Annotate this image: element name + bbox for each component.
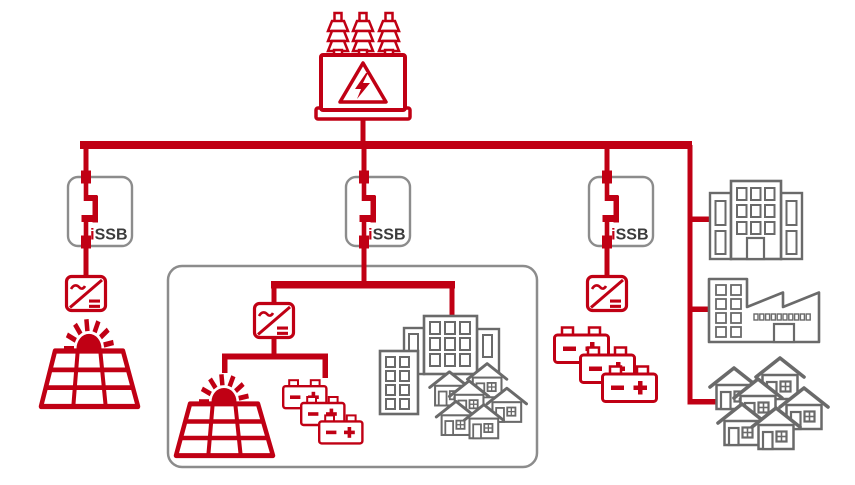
inverter-microgrid: [252, 301, 296, 340]
office-door: [745, 236, 766, 261]
building-window: [482, 334, 493, 358]
main-bus-bar: [80, 141, 692, 149]
transformer-bushing: [377, 11, 401, 59]
microgrid-inverter-drop: [271, 286, 277, 304]
issb-breaker-middle: [344, 169, 412, 250]
solar-array-left: [41, 319, 138, 406]
office-building-icon: [708, 179, 804, 261]
transformer-feed-line: [360, 112, 366, 145]
office-window: [785, 200, 798, 226]
inverter-left: [64, 274, 108, 313]
transformer-bushing: [351, 11, 375, 59]
dc-bus-right-cap: [322, 357, 328, 378]
battery-stack-right: [553, 326, 658, 403]
houses-cluster-right: [710, 358, 828, 449]
building-windows: [385, 356, 410, 410]
office-window: [714, 230, 727, 255]
consumer-feeder-line: [687, 145, 693, 405]
microgrid-dc-bus: [222, 353, 328, 360]
transformer-icon: [314, 11, 412, 121]
office-windows: [736, 187, 776, 235]
building-windows: [429, 321, 471, 367]
inverter-right: [585, 274, 629, 313]
factory-door: [772, 322, 796, 344]
office-stub-line: [687, 216, 712, 222]
microgrid-load-drop: [449, 286, 455, 317]
factory-icon: [707, 277, 821, 344]
transformer-bushing: [326, 11, 350, 59]
factory-windows: [715, 284, 742, 338]
city-buildings-icon: [378, 314, 501, 416]
lightning-bolt-icon: [355, 73, 370, 99]
dc-bus-left-cap: [222, 357, 228, 373]
office-window: [714, 200, 727, 226]
microgrid-dc-drop: [271, 336, 277, 356]
houses-stub-line: [687, 399, 718, 405]
factory-stub-line: [687, 306, 712, 312]
factory-window-strip: [753, 313, 811, 321]
issb-breaker-right: [587, 169, 655, 250]
issb-breaker-left: [66, 169, 134, 250]
microgrid-bus-bar: [271, 281, 455, 289]
office-window: [785, 230, 798, 255]
